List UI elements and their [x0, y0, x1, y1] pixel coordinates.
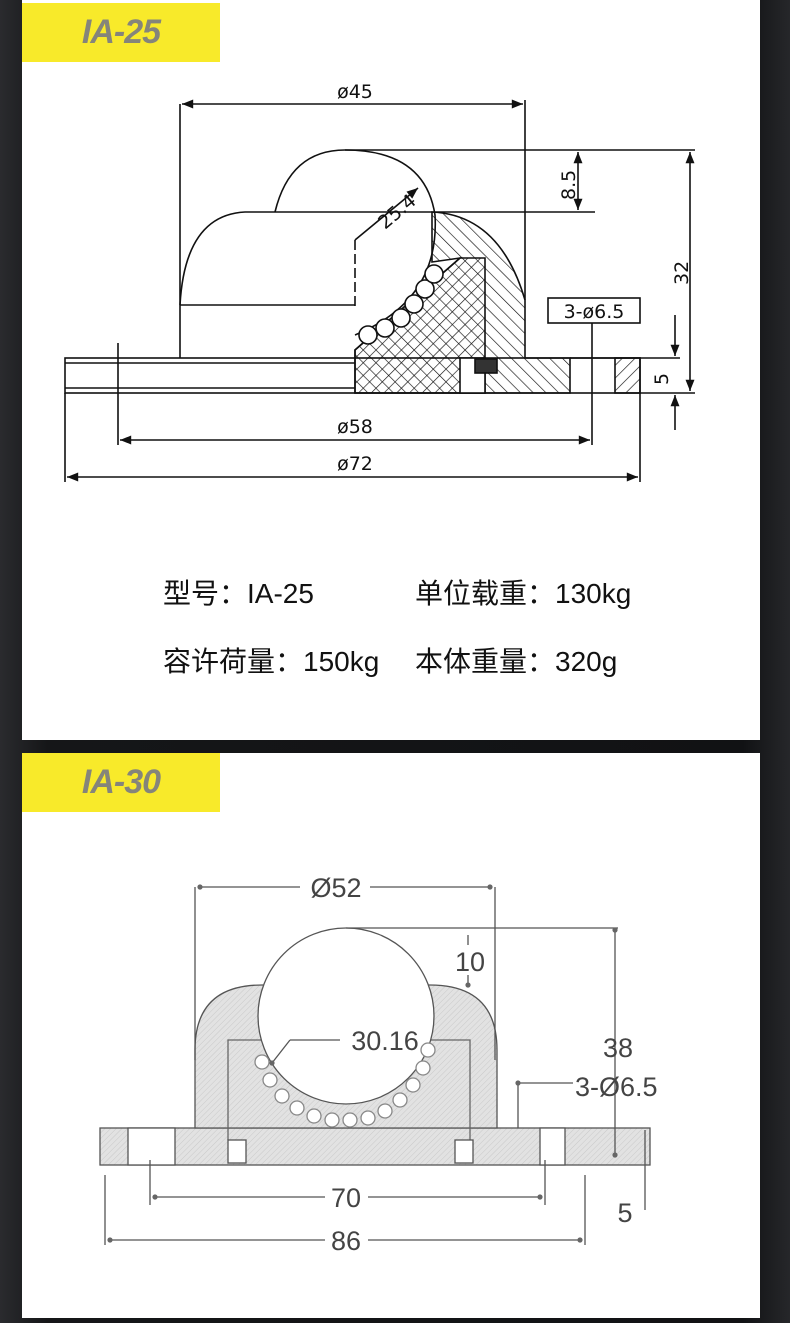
dim-total-height: 38	[603, 1033, 633, 1063]
ball-outline	[257, 927, 435, 1105]
spec-allowable-load: 容许荷量：150kg	[163, 646, 380, 677]
bearing-balls	[358, 264, 444, 345]
dim-ball-diameter: 30.16	[351, 1026, 419, 1056]
dim-housing-diameter: ø45	[337, 81, 373, 103]
spec-body-weight: 本体重量：320g	[415, 646, 618, 677]
dim-flange-diameter: 86	[331, 1226, 361, 1256]
spec-model: 型号：IA-25	[163, 578, 314, 609]
dim-mount-holes: 3-ø6.5	[564, 301, 625, 323]
ia-30-drawing: Ø52 10 30.16 38 3-Ø6.5 70 86 5	[99, 873, 658, 1256]
ball-outline	[274, 149, 437, 336]
dim-total-height: 32	[671, 261, 693, 285]
screw	[474, 358, 498, 374]
spec-unit-load: 单位载重：130kg	[415, 578, 632, 609]
flange-plate	[99, 1127, 651, 1166]
dim-housing-diameter: Ø52	[310, 873, 361, 903]
dim-flange-diameter: ø72	[337, 453, 373, 475]
dim-flange-thickness: 5	[617, 1198, 632, 1228]
dim-ball-diameter: 25.4	[374, 190, 421, 234]
ia-25-panel: IA-25	[22, 0, 760, 740]
model-tag-ia-25: IA-25	[22, 3, 220, 62]
ia-30-panel: IA-30	[22, 753, 760, 1318]
dim-mount-holes: 3-Ø6.5	[575, 1072, 658, 1102]
dim-ball-protrusion: 10	[455, 947, 485, 977]
model-tag-ia-30: IA-30	[22, 753, 220, 812]
dim-ball-protrusion: 8.5	[558, 170, 580, 200]
bearing-balls	[254, 1042, 436, 1128]
dim-hole-circle: 70	[331, 1183, 361, 1213]
ia-25-drawing: ø45 25.4 8.5 32 5 3-ø6.5 ø58 ø72	[64, 81, 695, 482]
dim-flange-thickness: 5	[651, 373, 673, 385]
dim-hole-circle: ø58	[337, 416, 373, 438]
